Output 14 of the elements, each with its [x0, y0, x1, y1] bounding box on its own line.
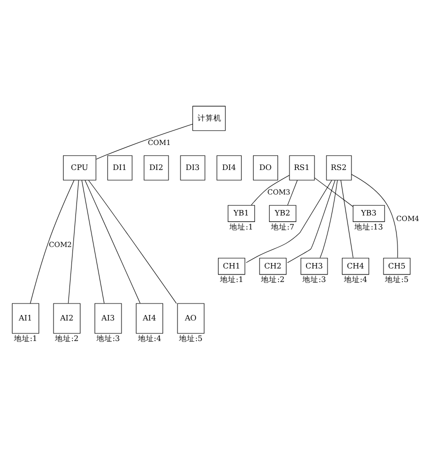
- connector: [68, 180, 79, 304]
- connector: [340, 180, 354, 258]
- connector: [314, 178, 354, 207]
- connector: [287, 180, 336, 264]
- connector: [246, 180, 332, 263]
- connector: [96, 124, 193, 160]
- connector: [84, 180, 140, 304]
- connector: [287, 180, 298, 206]
- connector: [351, 174, 398, 258]
- connector: [320, 180, 338, 258]
- connector: [82, 180, 104, 304]
- connector: [30, 180, 74, 304]
- connector: [88, 180, 177, 304]
- connector: [251, 175, 290, 206]
